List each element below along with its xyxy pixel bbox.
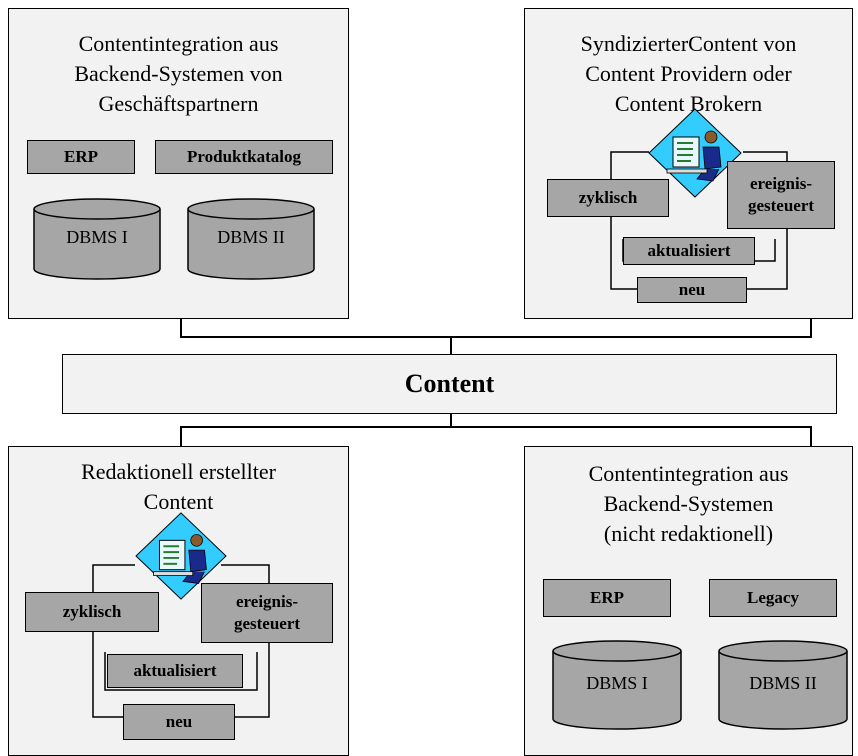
box-line: ereignis-: [235, 592, 298, 611]
ereignisgesteuert-box: ereignis- gesteuert: [727, 161, 835, 229]
title-line: Content Brokern: [614, 91, 763, 116]
content-bar: Content: [62, 354, 837, 414]
panel-syndicated-content: SyndizierterContent von Content Provider…: [524, 8, 853, 319]
box-line: gesteuert: [747, 196, 815, 215]
neu-box: neu: [637, 277, 747, 303]
database-cylinder-icon: [552, 640, 682, 730]
database-label: DBMS II: [217, 227, 285, 247]
erp-box: ERP: [27, 140, 135, 174]
connector-top-h: [180, 336, 812, 338]
database-cylinder-icon: [33, 198, 161, 280]
person-at-computer-icon: [133, 511, 229, 601]
title-line: SyndizierterContent von: [580, 31, 797, 56]
aktualisiert-box: aktualisiert: [107, 654, 243, 688]
database-dbms-1: DBMS I: [32, 197, 162, 281]
database-dbms-1: DBMS I: [551, 639, 683, 731]
person-at-computer-icon: [647, 107, 743, 199]
panel-backend-internal: Contentintegration aus Backend-Systemen …: [524, 446, 853, 756]
box-line: ereignis-: [749, 174, 812, 193]
connector-bottom-right-v: [810, 426, 812, 448]
legacy-box: Legacy: [709, 579, 837, 617]
connector-bottom-h: [180, 426, 812, 428]
title-line: Contentintegration aus: [78, 31, 279, 56]
panel-title: SyndizierterContent von Content Provider…: [525, 29, 852, 119]
panel-backend-partners: Contentintegration aus Backend-Systemen …: [8, 8, 349, 319]
panel-editorial-content: Redaktionell erstellter Content zyklisch…: [8, 446, 349, 756]
zyklisch-box: zyklisch: [25, 592, 159, 632]
zyklisch-box: zyklisch: [547, 179, 669, 217]
database-label: DBMS I: [66, 227, 128, 247]
title-line: Content Providern oder: [585, 61, 792, 86]
panel-title: Contentintegration aus Backend-Systemen …: [9, 29, 348, 119]
erp-box: ERP: [543, 579, 671, 617]
produktkatalog-box: Produktkatalog: [155, 140, 333, 174]
connector-top-center-v: [450, 336, 452, 356]
title-line: Contentintegration aus: [588, 461, 789, 486]
neu-box: neu: [123, 704, 235, 740]
database-dbms-2: DBMS II: [717, 639, 849, 731]
title-line: Content: [143, 489, 214, 514]
title-line: Redaktionell erstellter: [81, 459, 276, 484]
panel-title: Redaktionell erstellter Content: [9, 457, 348, 517]
connector-top-left-v: [180, 318, 182, 338]
connector-top-right-v: [810, 318, 812, 338]
database-dbms-2: DBMS II: [186, 197, 316, 281]
panel-title: Contentintegration aus Backend-Systemen …: [525, 459, 852, 549]
title-line: Backend-Systemen: [603, 491, 774, 516]
title-line: Backend-Systemen von: [74, 61, 283, 86]
title-line: (nicht redaktionell): [603, 521, 774, 546]
database-cylinder-icon: [187, 198, 315, 280]
database-label: DBMS II: [749, 673, 817, 693]
connector-bottom-left-v: [180, 426, 182, 448]
aktualisiert-box: aktualisiert: [623, 237, 755, 265]
database-label: DBMS I: [586, 673, 648, 693]
title-line: Geschäftspartnern: [98, 91, 259, 116]
database-cylinder-icon: [718, 640, 848, 730]
connector-bottom-center-v: [450, 412, 452, 428]
ereignisgesteuert-box: ereignis- gesteuert: [201, 583, 333, 643]
box-line: gesteuert: [233, 614, 301, 633]
